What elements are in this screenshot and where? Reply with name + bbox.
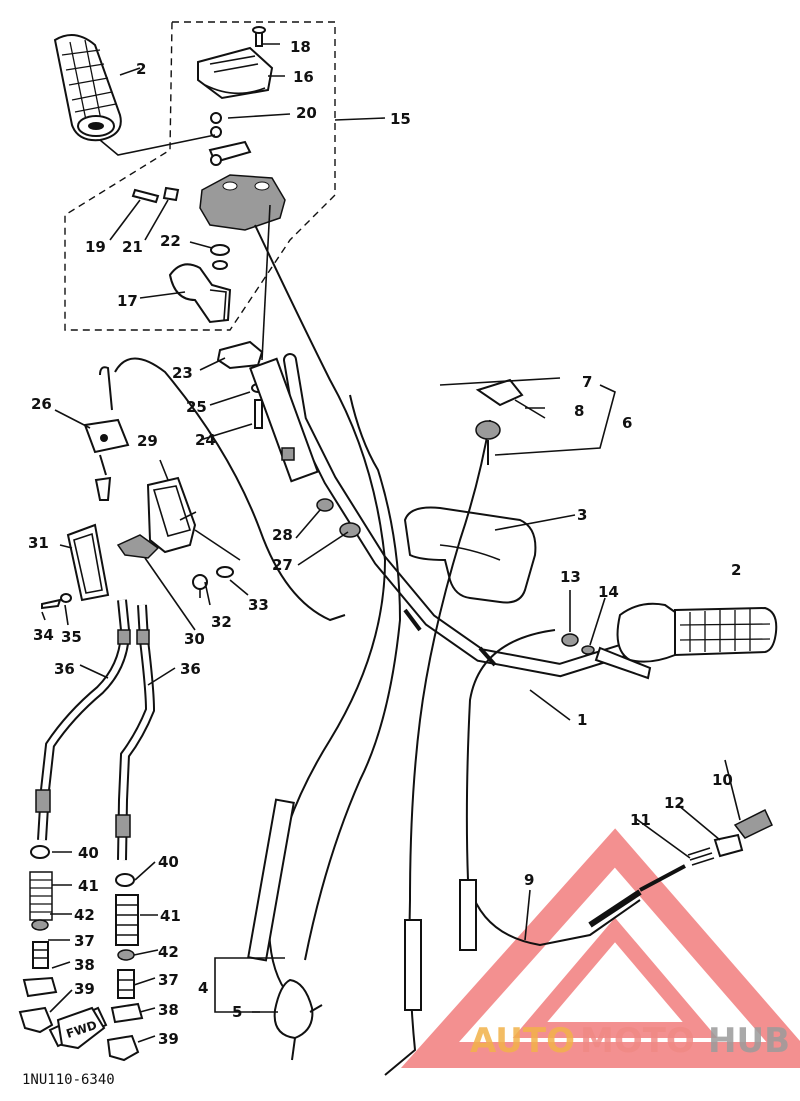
left-grip <box>53 34 122 142</box>
label-39: 39 <box>158 1030 179 1048</box>
plunger-stack-right <box>106 873 144 1062</box>
brake-hoses <box>35 599 156 861</box>
label-5: 5 <box>232 1003 242 1021</box>
fwd-arrow: FWD <box>56 1006 106 1050</box>
label-40: 40 <box>158 853 179 871</box>
label-25: 25 <box>186 398 207 416</box>
reservoir-cover <box>66 523 110 602</box>
leader-lines <box>41 43 741 1043</box>
master-cylinder <box>146 476 197 554</box>
label-2: 2 <box>731 561 741 579</box>
label-18: 18 <box>290 38 311 56</box>
label-39: 39 <box>74 980 95 998</box>
label-14: 14 <box>598 583 619 601</box>
handlebar-pad <box>403 506 537 604</box>
watermark-logo-triangle <box>400 828 800 1068</box>
label-26: 26 <box>31 395 52 413</box>
label-9: 9 <box>524 871 534 889</box>
brake-joint <box>116 534 160 559</box>
label-15: 15 <box>390 110 411 128</box>
brake-lever-assembly <box>83 366 130 501</box>
watermark-moto: MOTO <box>580 1021 695 1061</box>
label-6: 6 <box>622 414 632 432</box>
label-20: 20 <box>296 104 317 122</box>
diagram-code: 1NU110-6340 <box>22 1072 115 1088</box>
right-grip <box>594 602 778 680</box>
cable-junction <box>273 978 323 1061</box>
label-36: 36 <box>180 660 201 678</box>
label-12: 12 <box>664 794 685 812</box>
label-42: 42 <box>158 943 179 961</box>
label-22: 22 <box>160 232 181 250</box>
label-3: 3 <box>577 506 587 524</box>
choke-cable <box>114 357 346 622</box>
washer-35 <box>60 593 72 603</box>
label-24: 24 <box>195 431 216 449</box>
label-40: 40 <box>78 844 99 862</box>
label-37: 37 <box>158 971 179 989</box>
label-36: 36 <box>54 660 75 678</box>
label-19: 19 <box>85 238 106 256</box>
cable-end-parts <box>588 808 773 928</box>
label-30: 30 <box>184 630 205 648</box>
label-2: 2 <box>136 60 146 78</box>
washer-33 <box>216 566 234 578</box>
label-4: 4 <box>198 979 208 997</box>
label-23: 23 <box>172 364 193 382</box>
label-10: 10 <box>712 771 733 789</box>
watermark-hub: HUB <box>708 1021 790 1061</box>
label-31: 31 <box>28 534 49 552</box>
label-28: 28 <box>272 526 293 544</box>
label-32: 32 <box>211 613 232 631</box>
throttle-cables <box>247 224 641 1076</box>
throttle-cable-top <box>475 378 546 465</box>
label-38: 38 <box>74 956 95 974</box>
bolt-32 <box>192 574 208 598</box>
watermark-text: AUTO MOTO HUB <box>470 1021 790 1061</box>
left-switch-assembly <box>64 21 336 361</box>
label-8: 8 <box>574 402 584 420</box>
label-21: 21 <box>122 238 143 256</box>
label-42: 42 <box>74 906 95 924</box>
screw-34 <box>41 598 62 610</box>
label-38: 38 <box>158 1001 179 1019</box>
label-7: 7 <box>582 373 592 391</box>
label-27: 27 <box>272 556 293 574</box>
label-13: 13 <box>560 568 581 586</box>
label-41: 41 <box>78 877 99 895</box>
label-11: 11 <box>630 811 651 829</box>
label-34: 34 <box>33 626 54 644</box>
handlebar <box>283 353 647 678</box>
label-16: 16 <box>293 68 314 86</box>
label-17: 17 <box>117 292 138 310</box>
label-35: 35 <box>61 628 82 646</box>
label-33: 33 <box>248 596 269 614</box>
watermark-auto: AUTO <box>470 1021 575 1061</box>
label-37: 37 <box>74 932 95 950</box>
label-1: 1 <box>577 711 587 729</box>
part-labels: 1 2 2 3 4 5 6 7 8 9 10 11 12 13 14 15 16… <box>28 38 741 1048</box>
label-29: 29 <box>137 432 158 450</box>
label-41: 41 <box>160 907 181 925</box>
